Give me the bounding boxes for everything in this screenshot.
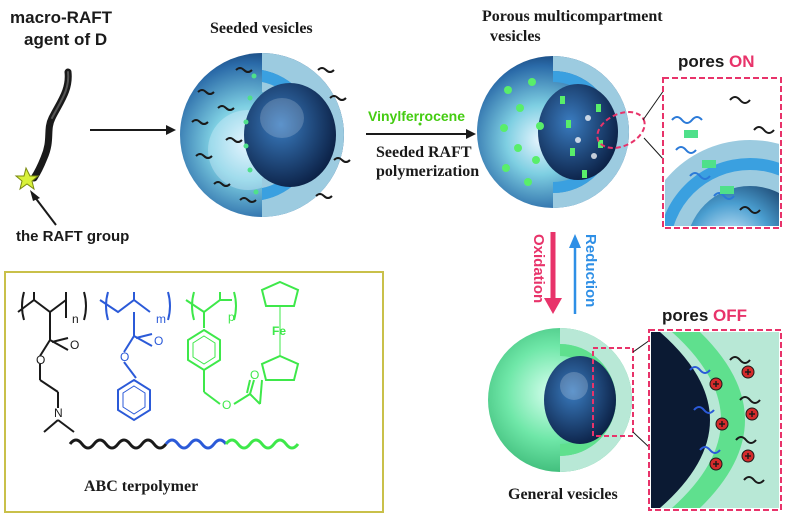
arrow-to-seeded-head	[166, 125, 176, 135]
reduction-arrowhead	[569, 234, 581, 248]
general-vesicle	[488, 328, 632, 472]
oxidation-label: Oxidation	[530, 234, 547, 304]
seeded-raft-label-1: Seeded RAFT	[376, 144, 472, 161]
pores-on-label: pores ON	[678, 52, 755, 72]
pores-off-word: pores	[662, 306, 709, 325]
seeded-vesicles-label: Seeded vesicles	[210, 20, 313, 37]
zoom-line-on-2	[643, 137, 665, 161]
porous-label-2: vesicles	[490, 28, 541, 45]
macro-raft-highlight	[51, 71, 70, 119]
atom-n: N	[54, 406, 63, 420]
atom-o-3: O	[154, 334, 164, 348]
pores-off-label: pores OFF	[662, 306, 747, 326]
pores-on-inset	[662, 77, 782, 229]
atom-fe: Fe	[272, 324, 287, 338]
macro-raft-label-1: macro-RAFT	[10, 8, 113, 27]
subscript-n: n	[72, 312, 79, 326]
atom-o-6: O	[250, 368, 260, 382]
raft-pointer-line	[33, 195, 57, 226]
zoom-line-on-1	[642, 89, 665, 121]
vinylferrocene-label: Vinylferrocene	[368, 108, 466, 124]
subscript-m: m	[156, 312, 166, 326]
terpolymer-box	[4, 271, 384, 513]
zoom-line-off-1	[632, 339, 651, 353]
arrow-to-porous-head	[466, 129, 476, 139]
atom-o-1: O	[70, 338, 80, 352]
vinyl-dot	[418, 122, 422, 126]
macro-raft-chain	[30, 68, 72, 182]
abc-terpolymer-label: ABC terpolymer	[84, 478, 199, 495]
ferrocenium-plus-icons	[709, 365, 759, 471]
subscript-p: p	[228, 310, 235, 324]
general-vesicles-label: General vesicles	[508, 486, 618, 503]
raft-pointer-arrowhead	[30, 190, 40, 201]
reduction-label: Reduction	[582, 234, 599, 308]
zoom-line-off-2	[632, 431, 651, 449]
raft-group-star-icon	[14, 166, 40, 191]
seeded-raft-label-2: polymerization	[376, 163, 480, 180]
pores-on-state: ON	[729, 52, 755, 71]
atom-o-4: O	[120, 350, 130, 364]
chemical-structure	[17, 280, 300, 450]
pores-on-word: pores	[678, 52, 725, 71]
seeded-vesicle	[180, 53, 351, 217]
pores-off-state: OFF	[713, 306, 748, 325]
raft-group-label: the RAFT group	[16, 228, 130, 245]
porous-vesicle	[477, 56, 629, 208]
oxidation-arrowhead	[544, 298, 562, 314]
porous-label-1: Porous multicompartment	[482, 8, 663, 25]
atom-o-5: O	[222, 398, 232, 412]
atom-o-2: O	[36, 353, 46, 367]
pores-off-inset	[648, 329, 782, 511]
macro-raft-label-2: agent of D	[24, 30, 108, 49]
pore-highlight-rect	[592, 347, 634, 437]
